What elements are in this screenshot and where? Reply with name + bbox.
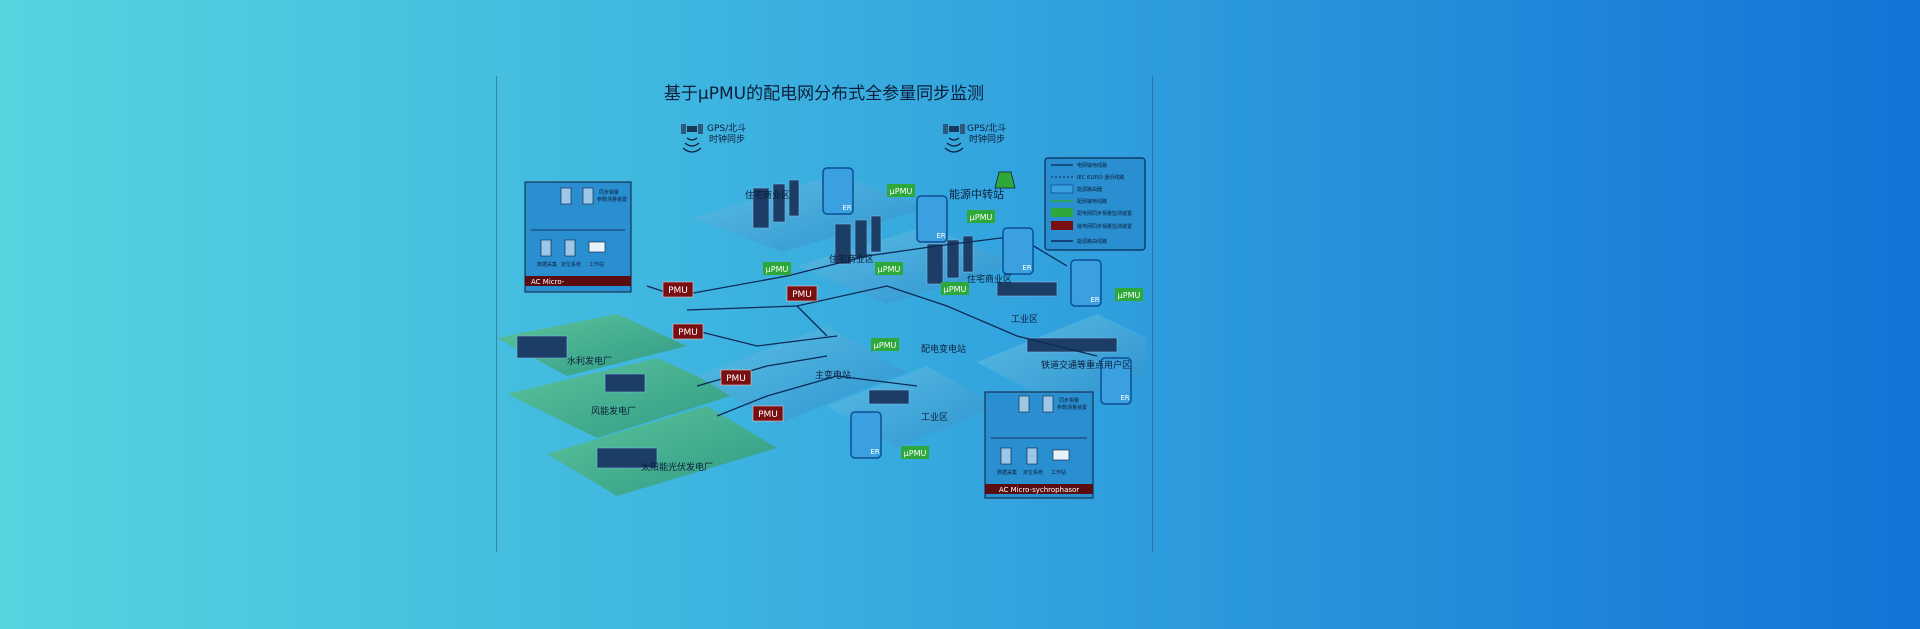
label-industrial: 工业区 xyxy=(921,412,948,423)
upmu-badge xyxy=(871,338,899,351)
upmu-badge xyxy=(887,184,915,197)
svg-text:μPMU: μPMU xyxy=(904,449,927,458)
svg-text:μPMU: μPMU xyxy=(878,265,901,274)
energy-router xyxy=(1100,357,1132,405)
svg-text:PMU: PMU xyxy=(758,410,778,420)
svg-text:PMU: PMU xyxy=(678,328,698,338)
tile-residential-2 xyxy=(797,226,1017,304)
label-residential: 住宅商业区 xyxy=(829,253,874,265)
micro-grid-panel-right xyxy=(984,391,1094,499)
gps-label: GPS/北斗 xyxy=(967,123,1006,134)
svg-text:PMU: PMU xyxy=(792,290,812,300)
energy-router xyxy=(850,411,882,459)
upmu-badge xyxy=(875,262,903,275)
tile-wind xyxy=(507,358,737,438)
svg-text:μPMU: μPMU xyxy=(890,187,913,196)
micro-item: 同步相量 xyxy=(599,189,619,196)
legend-label: IEC 61850 通讯线路 xyxy=(1077,174,1124,181)
satellite-icon xyxy=(943,124,965,153)
gps-sync-label: 时钟同步 xyxy=(709,133,745,145)
diagram-panel: 基于μPMU的配电网分布式全参量同步监测 GPS/北斗 时钟同步 GPS/北斗 … xyxy=(496,76,1153,552)
micro-item: 定位系统 xyxy=(1023,469,1043,476)
pmu-badge xyxy=(786,285,818,302)
upmu-badge xyxy=(967,210,995,223)
pmu-badge xyxy=(672,323,704,340)
svg-text:μPMU: μPMU xyxy=(944,285,967,294)
label-energy-station: 能源中转站 xyxy=(949,187,1004,201)
energy-station-icon xyxy=(994,171,1016,189)
gps-sync-label: 时钟同步 xyxy=(969,133,1005,145)
micro-grid-left-label: AC Micro- xyxy=(531,278,565,286)
micro-grid-panel-left xyxy=(524,181,632,293)
tile-substation xyxy=(697,326,907,424)
svg-text:μPMU: μPMU xyxy=(1118,291,1141,300)
satellite-icon xyxy=(681,124,703,153)
tile-solar xyxy=(547,406,777,496)
upmu-badge xyxy=(1115,288,1143,301)
pmu-badge xyxy=(720,369,752,386)
micro-item: 工作站 xyxy=(1051,469,1066,476)
energy-router xyxy=(916,195,948,243)
svg-text:μPMU: μPMU xyxy=(766,265,789,274)
micro-grid-right-label: AC Micro-sychrophasor xyxy=(999,486,1079,494)
micro-item: 参数测量装置 xyxy=(597,196,627,203)
micro-item: 数据采集 xyxy=(997,469,1017,476)
svg-text:PMU: PMU xyxy=(726,374,746,384)
distribution-network-diagram: 基于μPMU的配电网分布式全参量同步监测 GPS/北斗 时钟同步 GPS/北斗 … xyxy=(497,84,1147,499)
micro-item: 工作站 xyxy=(589,261,604,268)
er-label: ER xyxy=(1120,394,1129,402)
pmu-badge xyxy=(662,281,694,298)
label-wind: 风能发电厂 xyxy=(591,405,636,417)
micro-item: 定位系统 xyxy=(561,261,581,268)
tile-residential xyxy=(693,174,927,252)
label-main-substation: 主变电站 xyxy=(815,369,851,381)
micro-item: 参数测量装置 xyxy=(1057,404,1087,411)
energy-router xyxy=(822,167,854,215)
upmu-badge xyxy=(901,446,929,459)
legend-label: 能源路由线路 xyxy=(1077,238,1107,245)
er-label: ER xyxy=(870,448,879,456)
svg-text:μPMU: μPMU xyxy=(970,213,993,222)
gps-label: GPS/北斗 xyxy=(707,123,746,134)
diagram-title: 基于μPMU的配电网分布式全参量同步监测 xyxy=(664,84,984,104)
label-hydro: 水利发电厂 xyxy=(567,355,612,367)
legend-label: 能源路由器 xyxy=(1077,186,1102,193)
energy-router xyxy=(1002,227,1034,275)
pmu-badge xyxy=(752,405,784,422)
label-solar: 太阳能光伏发电厂 xyxy=(641,461,713,473)
legend-label: 配电网同步相量监测装置 xyxy=(1077,210,1132,217)
micro-item: 同步相量 xyxy=(1059,397,1079,404)
upmu-badge xyxy=(941,282,969,295)
svg-text:μPMU: μPMU xyxy=(874,341,897,350)
svg-text:PMU: PMU xyxy=(668,286,688,296)
er-label: ER xyxy=(1022,264,1031,272)
label-distribution-substation: 配电变电站 xyxy=(921,343,966,355)
label-residential: 住宅商业区 xyxy=(967,273,1012,285)
label-industrial: 工业区 xyxy=(1011,314,1038,325)
er-label: ER xyxy=(936,232,945,240)
upmu-badge xyxy=(763,262,791,275)
label-residential: 住宅商业区 xyxy=(745,189,790,201)
legend xyxy=(1044,157,1146,251)
building-cluster xyxy=(516,179,1118,469)
legend-label: 电网输电线路 xyxy=(1077,162,1107,169)
tile-hydro xyxy=(497,314,687,376)
label-railway: 铁道交通等重点用户区 xyxy=(1041,359,1131,371)
energy-router xyxy=(1070,259,1102,307)
legend-label: 输电网同步相量监测装置 xyxy=(1077,223,1132,230)
legend-label: 配网输电线路 xyxy=(1077,198,1107,205)
er-label: ER xyxy=(1090,296,1099,304)
er-label: ER xyxy=(842,204,851,212)
micro-item: 数据采集 xyxy=(537,261,557,268)
